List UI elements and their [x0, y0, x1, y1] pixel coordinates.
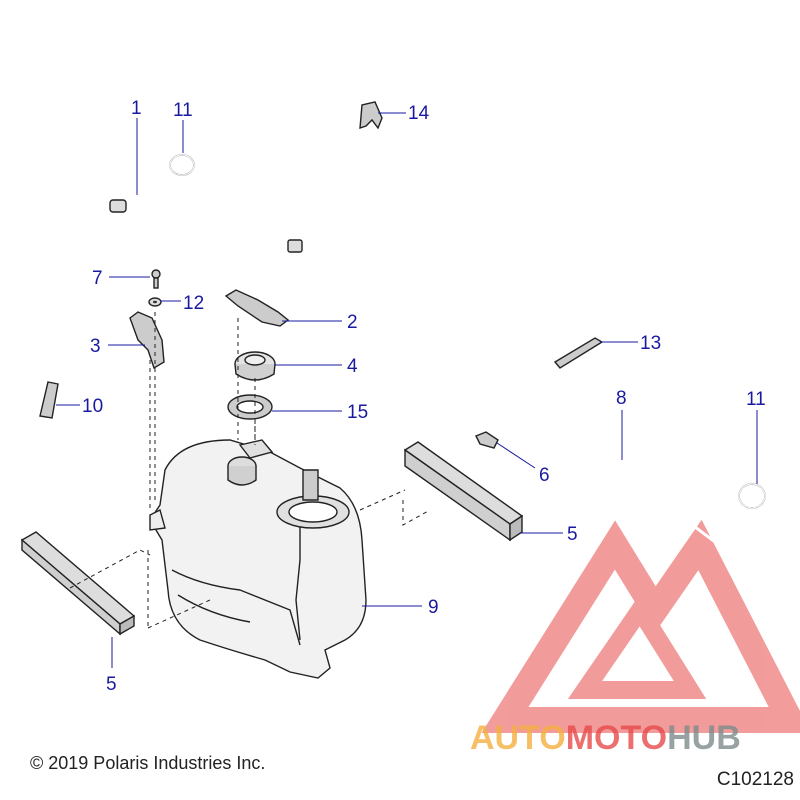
callout-12: 12 — [183, 293, 204, 314]
vent-hose-part-1 — [109, 178, 303, 253]
clip-part-14 — [359, 101, 383, 130]
callout-13: 13 — [640, 333, 661, 354]
callout-labels: 1 11 14 7 12 2 3 4 10 15 13 8 11 6 5 9 5 — [82, 98, 766, 695]
callout-2: 2 — [347, 312, 358, 333]
rod-part-8 — [453, 346, 752, 570]
screw-part-7 — [151, 269, 161, 289]
callout-11-right: 11 — [746, 389, 766, 410]
callout-11-top: 11 — [173, 100, 193, 121]
pad-part-13 — [553, 337, 604, 369]
callout-14: 14 — [408, 103, 430, 124]
foam-strip-part-5-left — [20, 531, 136, 636]
svg-text:AUTOMOTOHUB: AUTOMOTOHUB — [470, 719, 741, 757]
watermark-part-auto: AUTO — [470, 719, 566, 757]
seal-ring-part-15 — [227, 394, 273, 420]
bracket-part-2 — [224, 289, 290, 327]
callout-6: 6 — [539, 465, 550, 486]
dashed-alignment-lines — [69, 312, 431, 630]
pad-part-10 — [39, 381, 59, 419]
washer-part-12 — [148, 297, 162, 307]
fuel-tank-part-9 — [149, 439, 367, 679]
callout-5-right: 5 — [567, 524, 578, 545]
hose-clamp-part-11 — [169, 154, 195, 176]
callout-10: 10 — [82, 396, 103, 417]
callout-15: 15 — [347, 402, 368, 423]
callout-7: 7 — [92, 268, 103, 289]
fuel-cap-part-4 — [234, 351, 276, 381]
callout-5-left: 5 — [106, 674, 117, 695]
connector-part-6 — [475, 431, 499, 449]
watermark-part-moto: MOTO — [566, 719, 667, 757]
callout-3: 3 — [90, 336, 101, 357]
copyright-notice: © 2019 Polaris Industries Inc. — [30, 753, 266, 773]
bracket-part-3 — [129, 311, 165, 370]
callout-4: 4 — [347, 356, 358, 377]
drawing-id: C102128 — [716, 769, 794, 790]
watermark-wordmark: AUTOMOTOHUB — [470, 719, 741, 757]
callout-9: 9 — [428, 597, 439, 618]
leader-lines — [56, 112, 758, 668]
hose-clamp-part-11-right — [738, 483, 766, 509]
watermark-part-hub: HUB — [667, 719, 741, 757]
callout-8: 8 — [616, 388, 627, 409]
foam-strip-part-5-right — [403, 441, 524, 542]
callout-1: 1 — [131, 98, 142, 119]
watermark-logo — [481, 519, 800, 733]
